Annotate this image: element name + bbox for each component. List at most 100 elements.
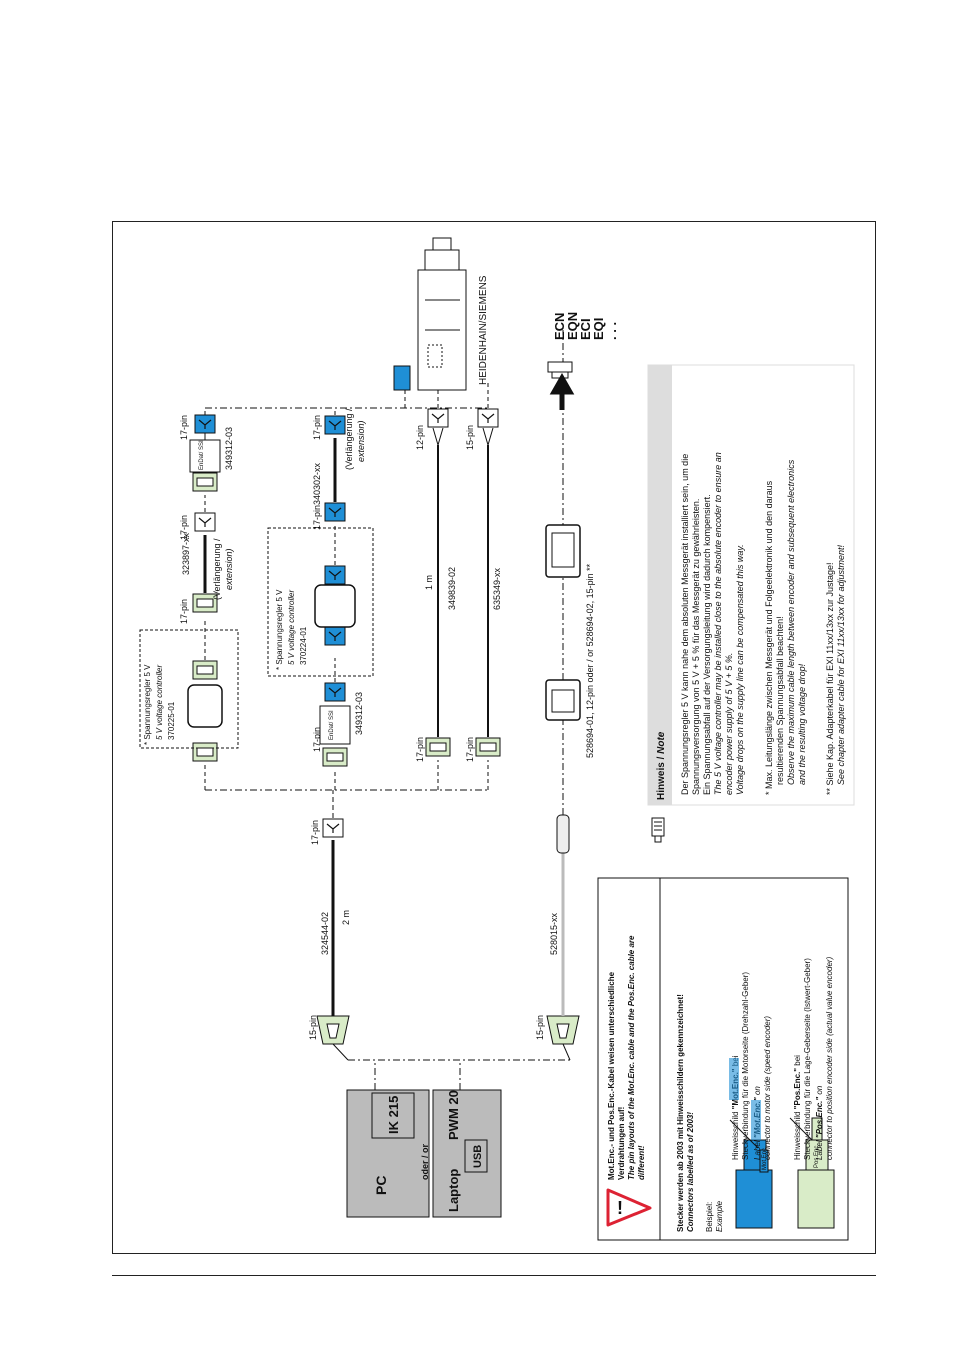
row3-17pin: 17-pin <box>415 737 425 762</box>
row4-15pin: 15-pin <box>465 425 475 450</box>
regulator-1 <box>187 684 223 728</box>
example-en: Example <box>715 1200 724 1232</box>
label-324544-length: 2 m <box>341 910 351 925</box>
label-635349: 635349-xx <box>492 567 502 610</box>
label-324544: 324544-02 <box>320 912 330 955</box>
row2-17pin-mid: 17-pin <box>312 505 322 530</box>
pos-enc-tag-illustration: Pos.Enc. <box>814 1144 820 1168</box>
row1-connector-17pin-c[interactable] <box>194 512 216 532</box>
note-line-4: The 5 V voltage controller may be instal… <box>713 452 723 795</box>
row2-endat-label: EnDat/ SSI <box>329 710 335 740</box>
regulator-2-line3: 370224-01 <box>299 626 308 665</box>
hint-2d: Label "Pos.Enc." on <box>815 1085 824 1160</box>
device-laptop: Laptop PWM 20 USB <box>432 1089 502 1218</box>
regulator-1-box <box>139 629 239 749</box>
note-line-12: See chapter adapter cable for EXI 11xx/1… <box>836 545 846 785</box>
row3-12pin: 12-pin <box>415 425 425 450</box>
regulator-2-box <box>267 527 374 677</box>
row2-connector-17pin-a[interactable] <box>322 747 348 767</box>
label-349839-length: 1 m <box>424 575 434 590</box>
cable-528015-plug[interactable] <box>556 814 570 854</box>
row1-endat-box <box>189 439 221 473</box>
label-15pin-top: 15-pin <box>308 1015 318 1040</box>
connector-17pin-main[interactable] <box>322 818 344 838</box>
row4-connector-15pin[interactable] <box>477 408 499 428</box>
row4-17pin: 17-pin <box>465 737 475 762</box>
row2-connector-17pin-blue[interactable] <box>324 682 346 702</box>
warning-line-2: Verdrahtungen auf! <box>617 1107 626 1180</box>
row1-regulator-plug[interactable] <box>192 660 218 680</box>
mot-enc-tag-highlight-1 <box>729 1058 739 1100</box>
label-15pin-bottom: 15-pin <box>535 1015 545 1040</box>
row2-connector-17pin-blue-end[interactable] <box>324 415 346 435</box>
row2-regulator-plug-a[interactable] <box>324 626 346 646</box>
mot-enc-connector-illustration: Mot.Enc. <box>729 1119 773 1229</box>
label-323897-ext: (Verlängerung / <box>212 538 222 600</box>
adapter-528694-01[interactable] <box>545 679 581 721</box>
row2-endat-box <box>319 705 351 745</box>
encoder-ecn: ECN <box>552 313 567 340</box>
label-17pin-main: 17-pin <box>310 820 320 845</box>
usb-label: USB <box>472 1145 484 1168</box>
row2-17pin-right: 17-pin <box>312 415 322 440</box>
label-349312-top: 349312-03 <box>224 427 234 470</box>
hint-2c: Steckverbindung für die Lage-Geberseite … <box>803 958 812 1160</box>
connector-15pin-top[interactable] <box>316 1015 350 1045</box>
oder-or-devices: oder / or <box>420 1143 430 1180</box>
row1-connector-17pin-a[interactable] <box>192 742 218 762</box>
row4-connector-17pin[interactable] <box>475 737 501 757</box>
hint-2a: Hinweisschild "Pos.Enc." bei <box>793 1055 802 1160</box>
row2-connector-17pin-c[interactable] <box>324 502 346 522</box>
label-340302: 340302-xx <box>312 462 322 505</box>
note-line-10: and the resulting voltage drop! <box>797 663 807 785</box>
row2-regulator-plug-b[interactable] <box>324 565 346 585</box>
pwm20-label: PWM 20 <box>446 1090 461 1140</box>
regulator-2-line1: * Spannungsregler 5 V <box>275 589 284 670</box>
encoder-more: . . . <box>604 322 619 340</box>
row3-connector-12pin[interactable] <box>427 408 449 428</box>
pc-label: PC <box>373 1176 389 1195</box>
regulator-1-line1: * Spannungsregler 5 V <box>143 664 152 745</box>
encoder-plug[interactable] <box>547 361 573 379</box>
hint-1f: connector to motor side (speed encoder) <box>763 1016 772 1160</box>
label-349312-mid: 349312-03 <box>354 692 364 735</box>
label-adapter: 528694-01, 12-pin oder / or 528694-02, 1… <box>585 563 595 758</box>
row1-connector-17pin-blue[interactable] <box>194 414 216 434</box>
encoder-eqi: EQI <box>591 318 606 340</box>
row1-endat-plug[interactable] <box>192 472 218 492</box>
row1-17pin-mid: 17-pin <box>179 515 189 540</box>
footer-rule <box>112 1275 876 1276</box>
motor-label: HEIDENHAIN/SIEMENS <box>478 275 489 385</box>
device-pc: PC IK 215 <box>346 1089 430 1218</box>
warning-line-1: Mot.Enc.- und Pos.Enc.-Kabel weisen unte… <box>607 971 616 1180</box>
note-line-5: encoder power supply of 5 V + 5 %. <box>724 653 734 795</box>
label-349839: 349839-02 <box>447 567 457 610</box>
row1-17pin-right: 17-pin <box>179 415 189 440</box>
connectors-line-1: Stecker werden ab 2003 mit Hinweisschild… <box>676 994 685 1232</box>
hint-2f: connector to position encoder side (actu… <box>825 956 834 1160</box>
regulator-2-line2: 5 V voltage controller <box>287 590 296 665</box>
motor-heidenhain-siemens <box>417 237 467 391</box>
connector-15pin-bottom[interactable] <box>546 1015 580 1045</box>
note-line-7: * Max. Leitungslänge zwischen Messgerät … <box>764 480 774 795</box>
mot-enc-tag-illustration: Mot.Enc. <box>762 1146 768 1170</box>
adapter-528694-02[interactable] <box>545 524 581 578</box>
note-line-3: Ein Spannungsabfall auf der Versorgungsl… <box>702 494 712 795</box>
row3-connector-17pin[interactable] <box>425 737 451 757</box>
row1-17pin-left: 17-pin <box>179 599 189 624</box>
motor-connector-blue[interactable] <box>393 365 411 391</box>
note-line-6: Voltage drops on the supply line can be … <box>735 544 745 795</box>
encoder-eci: ECI <box>578 318 593 340</box>
example-de: Beispiel: <box>705 1202 714 1232</box>
pos-enc-connector-illustration: Pos.Enc. <box>789 1117 835 1229</box>
label-528015: 528015-xx <box>549 912 559 955</box>
note-line-1: Der Spannungsregler 5 V kann nahe dem ab… <box>680 454 690 795</box>
label-323897: 323897-xx <box>181 532 191 575</box>
hint-1c: Steckverbindung für die Motorseite (Dreh… <box>741 972 750 1160</box>
note-line-9: Observe the maximum cable length between… <box>786 459 796 785</box>
regulator-1-line2: 5 V voltage controller <box>155 665 164 740</box>
regulator-2 <box>314 584 356 628</box>
warning-triangle-icon: ! <box>606 1188 652 1227</box>
svg-text:!: ! <box>617 1198 623 1218</box>
